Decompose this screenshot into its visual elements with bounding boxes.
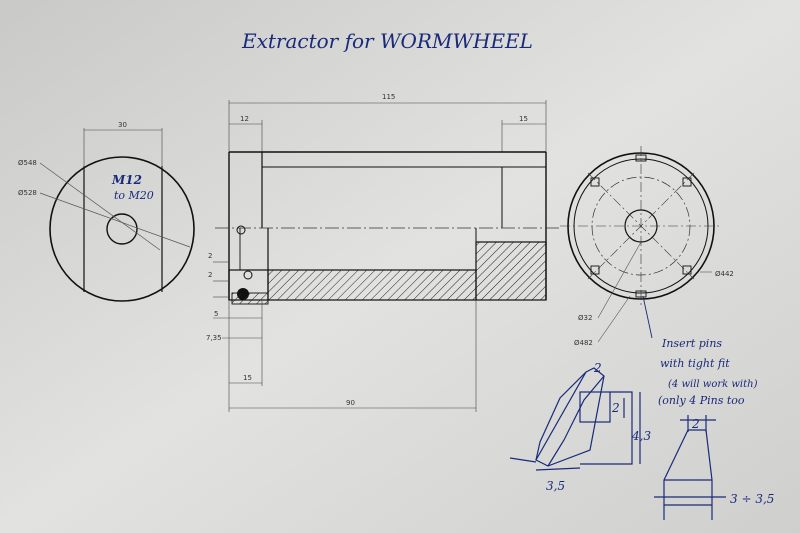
dim-15-right: 15 bbox=[519, 115, 528, 123]
detail-b-top: 2 bbox=[691, 417, 700, 431]
detail-b-sketch bbox=[654, 415, 726, 520]
note-line-1: Insert pins bbox=[661, 337, 722, 350]
left-dia-inner: Ø528 bbox=[18, 189, 37, 197]
dim-5: 5 bbox=[214, 310, 218, 318]
detail-b-side: 3 ÷ 3,5 bbox=[730, 492, 774, 506]
drawing-title: Extractor for WORMWHEEL bbox=[241, 29, 533, 53]
detail-a-top: 2 bbox=[593, 361, 602, 375]
detail-a-height: 4,3 bbox=[631, 429, 651, 443]
detail-a-bottom: 3,5 bbox=[546, 479, 565, 493]
thread-note-2: to M20 bbox=[114, 189, 154, 202]
note-line-3: (4 will work with) bbox=[668, 379, 758, 390]
dim-7-35: 7,35 bbox=[206, 334, 222, 342]
detail-a-sketch bbox=[509, 367, 641, 471]
dim-115: 115 bbox=[382, 93, 395, 101]
detail-a-inner: 2 bbox=[611, 401, 620, 415]
dim-12: 12 bbox=[240, 115, 249, 123]
dim-2-a: 2 bbox=[208, 252, 212, 260]
left-width-dim: 30 bbox=[118, 121, 127, 129]
dia-32: Ø32 bbox=[578, 314, 592, 322]
left-end-view bbox=[39, 128, 195, 302]
dia-482: Ø482 bbox=[574, 339, 593, 347]
section-view bbox=[213, 100, 560, 412]
thread-note-1: M12 bbox=[111, 173, 142, 187]
left-dia-outer: Ø548 bbox=[18, 159, 37, 167]
note-line-2: with tight fit bbox=[660, 357, 730, 370]
dim-90: 90 bbox=[346, 399, 355, 407]
dia-442: Ø442 bbox=[715, 270, 734, 278]
right-end-view bbox=[560, 146, 722, 343]
note-line-4: (only 4 Pins too bbox=[658, 394, 745, 407]
dim-15-bottom: 15 bbox=[243, 374, 252, 382]
dim-2-b: 2 bbox=[208, 271, 212, 279]
